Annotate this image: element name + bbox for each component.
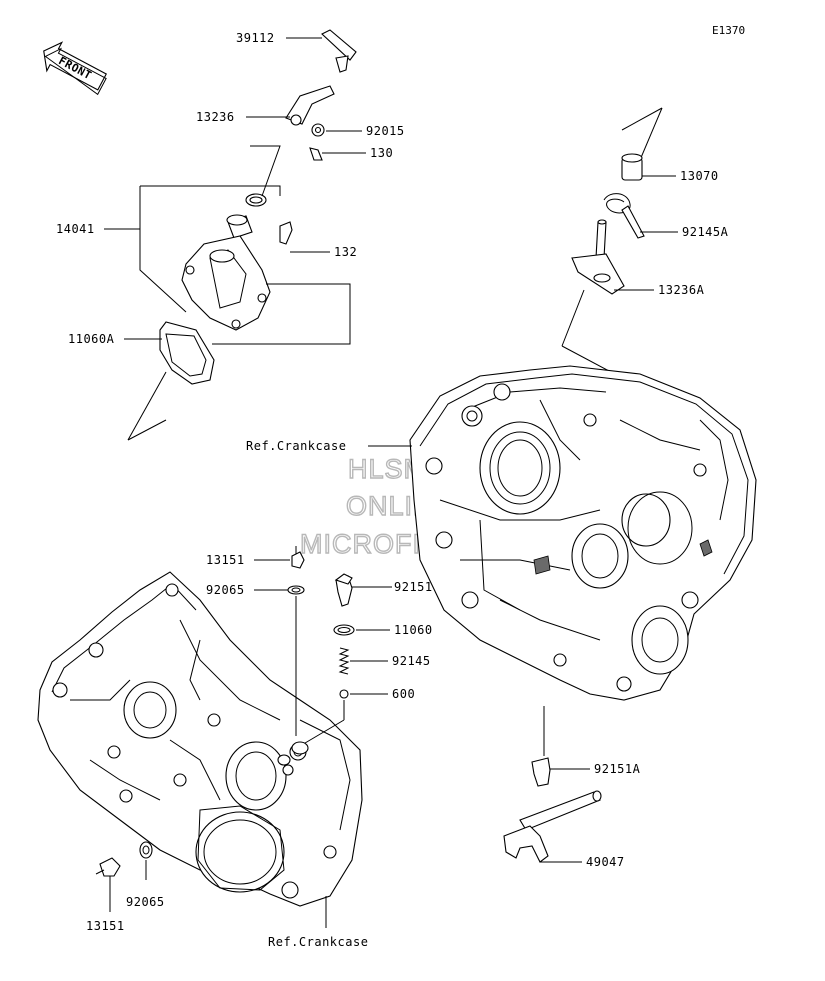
label-92065-bottom: 92065 bbox=[126, 895, 165, 909]
part-labels: 39112 13236 92015 130 14041 132 11060A 1… bbox=[56, 31, 729, 949]
diagram-code: E1370 bbox=[712, 24, 745, 37]
label-92151A: 92151A bbox=[594, 762, 641, 776]
label-130: 130 bbox=[370, 146, 393, 160]
label-92145A: 92145A bbox=[682, 225, 729, 239]
label-11060A: 11060A bbox=[68, 332, 115, 346]
label-13151-bottom: 13151 bbox=[86, 919, 125, 933]
label-13236A: 13236A bbox=[658, 283, 705, 297]
front-arrow-icon: FRONT bbox=[43, 41, 107, 96]
detent-parts bbox=[95, 546, 602, 880]
label-92151: 92151 bbox=[394, 580, 433, 594]
label-49047: 49047 bbox=[586, 855, 625, 869]
label-13236: 13236 bbox=[196, 110, 235, 124]
label-ref-crankcase-top: Ref.Crankcase bbox=[246, 439, 346, 453]
label-92065-top: 92065 bbox=[206, 583, 245, 597]
label-13151-top: 13151 bbox=[206, 553, 245, 567]
label-14041: 14041 bbox=[56, 222, 95, 236]
crankcase-right bbox=[409, 365, 757, 701]
leader-lines bbox=[104, 37, 678, 928]
label-11060: 11060 bbox=[394, 623, 433, 637]
label-13070: 13070 bbox=[680, 169, 719, 183]
label-132: 132 bbox=[334, 245, 357, 259]
label-39112: 39112 bbox=[236, 31, 275, 45]
label-92015: 92015 bbox=[366, 124, 405, 138]
label-ref-crankcase-bottom: Ref.Crankcase bbox=[268, 935, 368, 949]
label-92145: 92145 bbox=[392, 654, 431, 668]
crankcase-left bbox=[37, 571, 363, 907]
shift-assembly-upper-left bbox=[127, 29, 357, 441]
label-600: 600 bbox=[392, 687, 415, 701]
